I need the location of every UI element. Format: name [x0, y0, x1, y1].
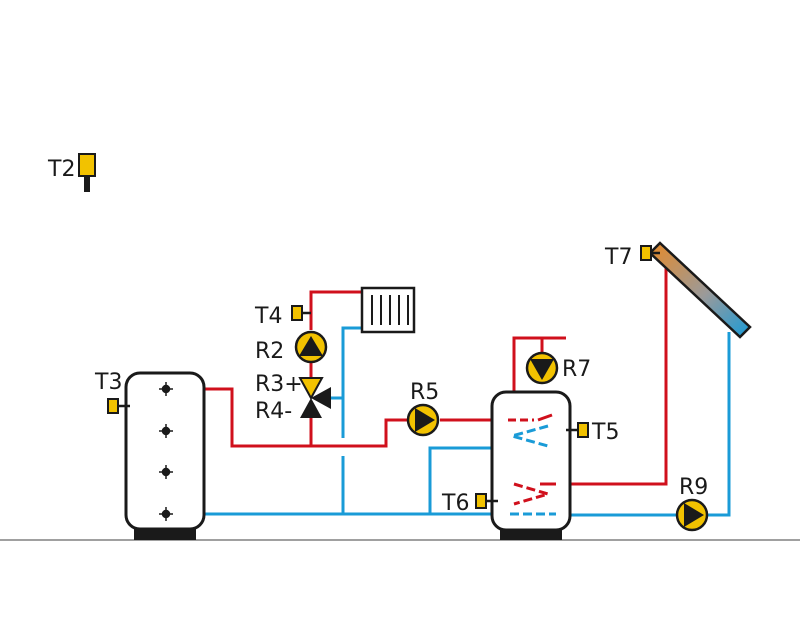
solar-circuit-pipes: [556, 250, 731, 517]
dhw-tank: [490, 390, 572, 540]
label-t2: T2: [47, 157, 75, 182]
label-r3: R3+: [255, 372, 303, 397]
heating-circuit-hot-pipes: [166, 290, 492, 448]
dhw-recirculation-pipes: [512, 336, 566, 392]
label-t3: T3: [94, 370, 122, 395]
label-t5: T5: [591, 420, 619, 445]
sensor-t7-icon: [640, 245, 660, 261]
sensor-t2-icon: [78, 153, 96, 192]
pump-r5-icon: [406, 403, 440, 437]
buffer-tank: [124, 371, 206, 540]
label-t4: T4: [254, 304, 282, 329]
three-way-mixing-valve-icon: [298, 377, 331, 418]
radiator-icon: [360, 286, 416, 334]
sensor-t6-icon: [475, 493, 498, 509]
upper-heat-exchanger: [506, 413, 553, 448]
sensor-t5-icon: [566, 422, 589, 438]
label-r7: R7: [562, 357, 591, 382]
buffer-tank-connection-points: [159, 382, 173, 521]
lower-heat-exchanger: [510, 482, 556, 516]
label-r4: R4-: [255, 399, 292, 424]
label-r2: R2: [255, 339, 284, 364]
solar-collector-icon: [648, 241, 752, 339]
sensor-t3-icon: [107, 398, 130, 414]
pump-r9-icon: [675, 498, 709, 532]
label-t6: T6: [441, 491, 469, 516]
pump-r7-icon: [525, 351, 559, 385]
pump-r2-icon: [294, 330, 328, 364]
label-t7: T7: [604, 245, 632, 270]
label-r5: R5: [410, 380, 439, 405]
sensor-t4-icon: [291, 305, 311, 321]
label-r9: R9: [679, 475, 708, 500]
